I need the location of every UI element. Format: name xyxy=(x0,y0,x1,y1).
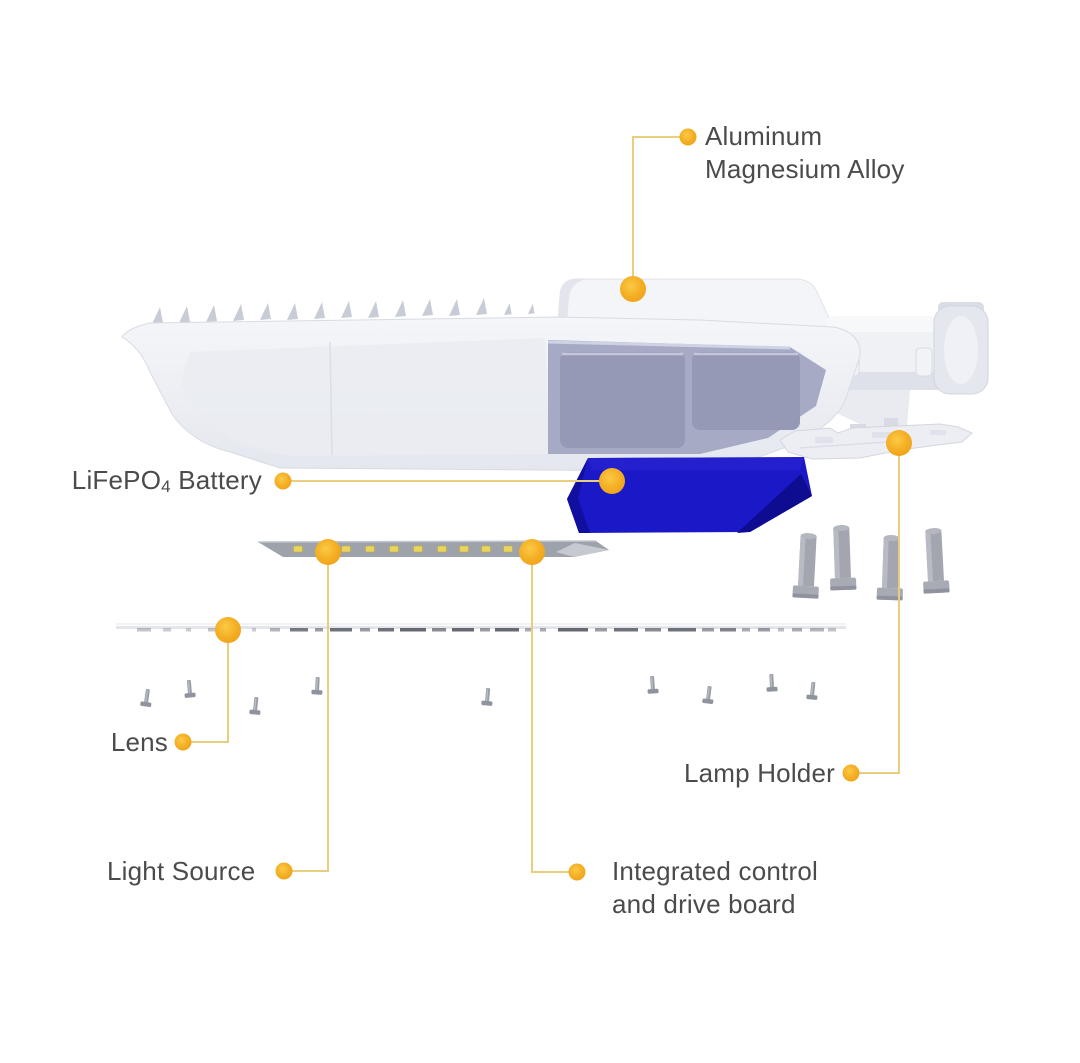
mounting-arm xyxy=(826,302,989,434)
label-lens: Lens xyxy=(110,727,168,757)
subscript-4: 4 xyxy=(161,477,171,496)
label-integrated-line2: and drive board xyxy=(612,889,796,919)
callout-dot-battery-big xyxy=(599,468,625,494)
label-lifepo4-battery: LiFePO4 Battery xyxy=(71,465,262,496)
callout-dot-lens-big xyxy=(215,617,241,643)
label-aluminum-line1: Aluminum xyxy=(705,121,823,151)
screws xyxy=(140,673,819,716)
label-aluminum-line2: Magnesium Alloy xyxy=(705,154,905,184)
lamp-housing-illustration xyxy=(121,278,989,472)
callout-dot-aluminum-small xyxy=(679,128,697,146)
label-lamp-holder: Lamp Holder xyxy=(683,758,835,788)
callout-dot-lens-small xyxy=(174,733,192,751)
callout-line-aluminum xyxy=(632,136,688,289)
label-aluminum-magnesium-alloy: Aluminum Magnesium Alloy xyxy=(705,120,905,186)
callout-dot-integrated-small xyxy=(568,863,586,881)
callout-line-integrated xyxy=(531,552,577,873)
bolts xyxy=(792,524,950,601)
lamp-holder-bracket xyxy=(779,423,973,460)
callout-line-lamp-holder xyxy=(851,443,900,774)
battery-illustration xyxy=(567,457,812,533)
callout-dot-lamp-holder-big xyxy=(886,430,912,456)
housing-tray xyxy=(121,316,861,472)
label-integrated-control: Integrated control and drive board xyxy=(612,855,818,921)
callout-dot-aluminum-big xyxy=(620,276,646,302)
light-source-plate xyxy=(257,540,609,557)
callout-dot-integrated-big xyxy=(519,539,545,565)
callout-dot-light-source-small xyxy=(275,862,293,880)
callout-line-lens xyxy=(183,630,229,743)
callout-dot-light-source-big xyxy=(315,539,341,565)
label-light-source: Light Source xyxy=(107,856,256,886)
callout-dot-lamp-holder-small xyxy=(842,764,860,782)
callout-dot-battery-small xyxy=(274,472,292,490)
label-integrated-line1: Integrated control xyxy=(612,856,818,886)
callout-line-light-source xyxy=(284,552,329,872)
